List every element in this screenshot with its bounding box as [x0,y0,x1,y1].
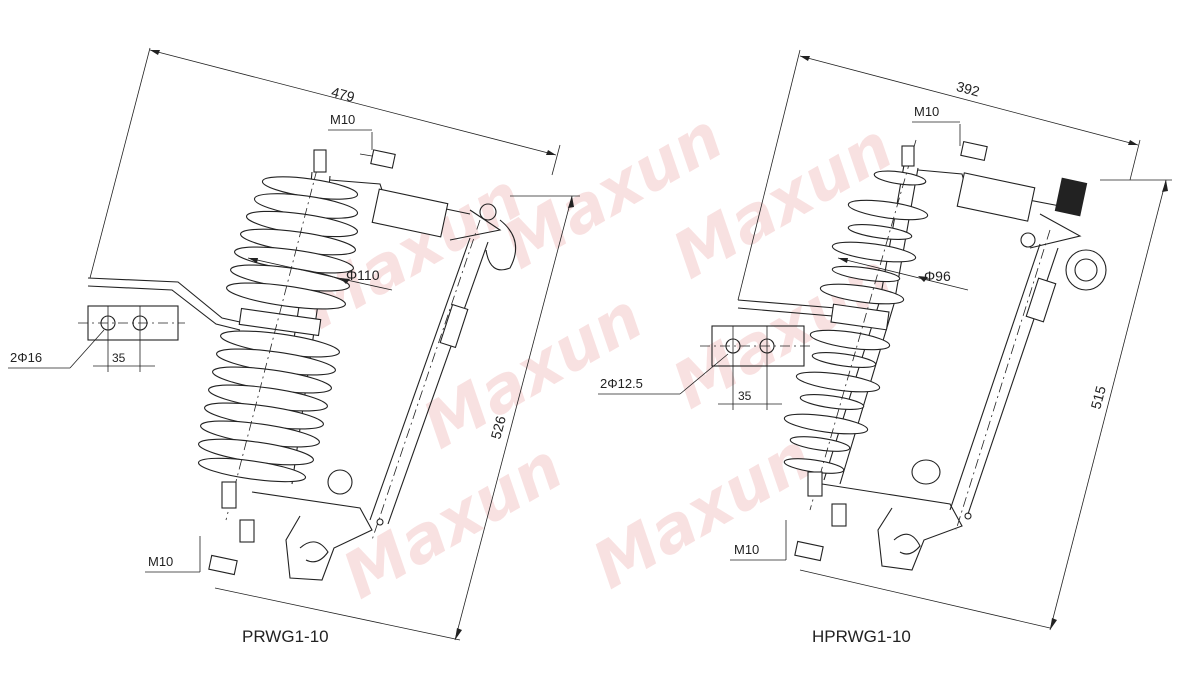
height-dimension: 515 [1049,179,1172,631]
shed-diameter-label: Φ110 [346,267,380,283]
bottom-bolt-callout: M10 [730,503,847,562]
height-dimension: 526 [454,195,580,641]
insulator-body [783,139,929,511]
width-label: 392 [955,78,982,100]
shed-diameter-dimension: Φ96 [837,257,969,291]
model-label: HPRWG1-10 [812,627,911,646]
top-bolt-label: M10 [914,104,939,119]
hole-spacing-label: 35 [738,389,752,403]
model-label: PRWG1-10 [242,627,329,646]
top-bolt-callout: M10 [912,104,988,161]
insulator-body [197,149,359,521]
mount-holes-label: 2Φ12.5 [600,376,643,391]
fuse-assembly [821,169,1107,571]
width-dimension: 479 [89,47,561,279]
mounting-bracket: 35 2Φ16 [8,277,241,372]
height-label: 515 [1087,384,1109,411]
width-label: 479 [330,84,357,106]
bottom-bolt-label: M10 [148,554,173,569]
height-label: 526 [487,414,509,441]
top-bolt-label: M10 [330,112,355,127]
shed-diameter-dimension: Φ110 [247,257,393,291]
left-drawing: 479 526 35 2Φ16 [8,47,580,646]
fuse-assembly [251,179,517,581]
mounting-bracket: 35 2Φ12.5 [598,299,861,410]
watermark: Maxun [581,420,825,604]
bottom-bolt-callout: M10 [145,519,255,576]
mount-holes-label: 2Φ16 [10,350,42,365]
shed-diameter-label: Φ96 [924,268,951,284]
width-dimension: 392 [737,49,1141,301]
right-drawing: 392 515 35 2Φ12.5 [598,49,1172,646]
top-bolt-callout: M10 [328,112,396,169]
hole-spacing-label: 35 [112,351,126,365]
bottom-bolt-label: M10 [734,542,759,557]
